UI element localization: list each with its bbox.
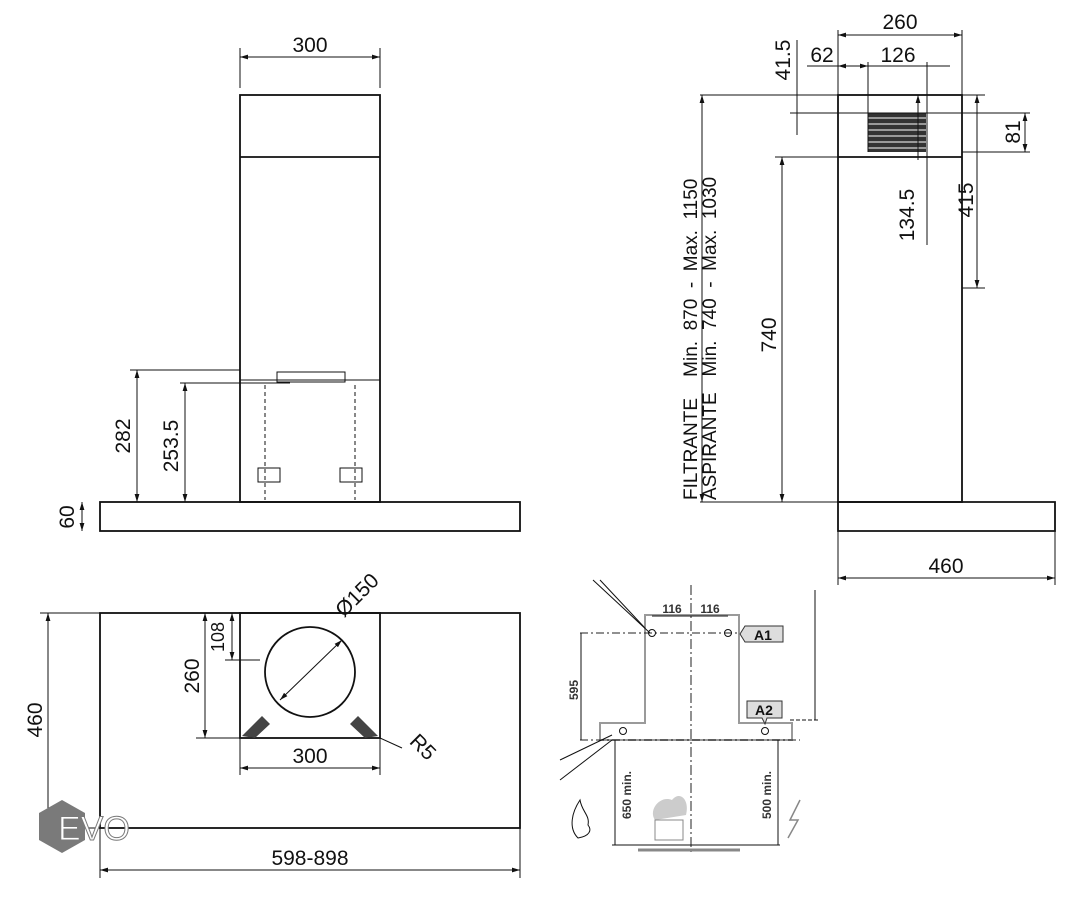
svg-text:A2: A2 xyxy=(755,702,773,718)
dim-595: 595 xyxy=(567,680,581,700)
dim-253-5: 253.5 xyxy=(160,420,183,473)
canopy-base xyxy=(99,501,521,532)
dim-81: 81 xyxy=(1002,120,1025,143)
dim-126: 126 xyxy=(880,44,915,67)
dim-116-left: 116 xyxy=(662,602,682,616)
installation-diagram: 116 116 595 A1 A2 650 min. 500 min. xyxy=(559,579,820,855)
dim-300-plan: 300 xyxy=(292,745,327,768)
dim-740: 740 xyxy=(758,317,781,352)
vent-grille xyxy=(868,113,926,152)
dim-260: 260 xyxy=(882,11,917,34)
dim-width-300: 300 xyxy=(292,34,327,57)
dim-width-range: 598-898 xyxy=(271,847,348,870)
pot-icon xyxy=(654,819,684,841)
duct-outlet xyxy=(276,371,346,383)
side-view: 260 62 126 41.5 134.5 81 415 740 FILTRAN… xyxy=(681,11,1056,585)
electric-clearance-label: 500 min. xyxy=(760,771,774,819)
motor-housing xyxy=(239,379,381,503)
anchor-a1-tag: A1 xyxy=(739,625,784,643)
dim-60: 60 xyxy=(56,505,79,528)
filtrante-range-label: FILTRANTE Min. 870 - Max. 1150 xyxy=(681,179,702,500)
dim-108: 108 xyxy=(208,622,228,652)
steam-icon xyxy=(652,795,687,820)
canopy-plan xyxy=(99,612,521,829)
evo-logo: EVO xyxy=(39,800,130,853)
duct-circle xyxy=(264,626,356,718)
dim-134-5: 134.5 xyxy=(896,189,919,242)
gas-clearance-label: 650 min. xyxy=(620,771,634,819)
anchor-a2-tag: A2 xyxy=(746,700,783,726)
dim-r5: R5 xyxy=(405,730,440,765)
dim-460-side: 460 xyxy=(928,555,963,578)
dim-282: 282 xyxy=(112,418,135,453)
dim-415: 415 xyxy=(955,182,978,217)
aspirante-range-label: ASPIRANTE Min. 740 - Max. 1030 xyxy=(700,177,721,500)
dim-116-right: 116 xyxy=(700,602,720,616)
front-view: 300 282 253.5 60 xyxy=(56,34,521,532)
dim-460-plan: 460 xyxy=(24,702,47,737)
lightning-icon xyxy=(787,799,801,839)
logo-text: EVO xyxy=(58,810,130,848)
dim-41-5: 41.5 xyxy=(772,40,795,81)
svg-text:A1: A1 xyxy=(754,627,772,643)
dim-62: 62 xyxy=(810,44,833,67)
canopy-side xyxy=(837,501,1056,532)
chimney xyxy=(239,94,381,503)
motor-box-plan xyxy=(239,612,381,739)
chimney-side xyxy=(837,94,963,503)
flame-icon xyxy=(571,798,591,839)
dim-260-plan: 260 xyxy=(181,658,204,693)
